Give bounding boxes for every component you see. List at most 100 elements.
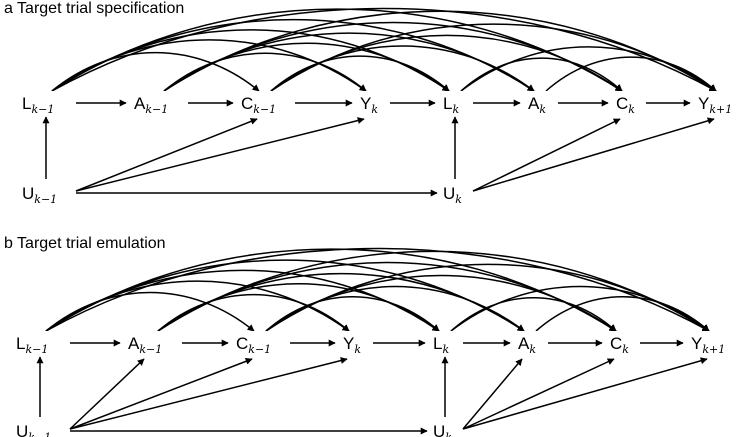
node-b-L2: Lk [433, 334, 449, 356]
node-a-L1: Lk−1 [22, 94, 54, 116]
node-a-A2-subscript: k [539, 103, 546, 116]
node-a-U1: Uk−1 [22, 184, 57, 206]
node-a-U1-subscript: k−1 [34, 193, 57, 206]
edge-b-U1-C1 [69, 357, 253, 430]
edge-a-L1-Y2 [51, 7, 717, 92]
edge-a-L2-C2 [460, 57, 623, 92]
edge-b-U1-Y1 [69, 357, 348, 430]
node-b-C1-label: C [236, 334, 248, 353]
node-b-Y1-subscript: k [354, 343, 361, 356]
node-a-Y2-subscript: k+1 [709, 103, 732, 116]
node-b-C2-label: C [610, 334, 622, 353]
node-a-A1-subscript: k−1 [145, 103, 168, 116]
node-a-Y2-label: Y [698, 94, 709, 113]
node-b-L1-label: L [16, 334, 25, 353]
node-a-L2-subscript: k [452, 103, 459, 116]
node-b-L2-subscript: k [442, 343, 449, 356]
node-b-C1: Ck−1 [236, 334, 271, 356]
node-b-Y1-label: Y [343, 334, 354, 353]
node-b-U2-subscript: k [445, 431, 452, 437]
node-a-C1-subscript: k−1 [253, 103, 276, 116]
edge-a-A1-A2 [163, 32, 535, 92]
edge-a-A2-Y2 [545, 56, 717, 92]
node-a-Y1-label: Y [360, 94, 371, 113]
node-b-C1-bg [234, 331, 286, 355]
edge-b-A1-Y1 [157, 293, 350, 332]
node-b-C2-bg [608, 331, 636, 355]
edge-b-L1-C1 [45, 291, 255, 332]
edge-b-U2-A2 [462, 358, 523, 430]
node-a-C1: Ck−1 [241, 94, 276, 116]
node-a-A1-label: A [134, 94, 146, 113]
node-a-L2-bg [441, 91, 469, 115]
node-a-C2-label: C [616, 94, 628, 113]
node-a-C1-bg [239, 91, 291, 115]
edge-b-U2-C2 [462, 358, 615, 430]
node-a-U1-bg [20, 181, 72, 205]
node-a-A1: Ak−1 [134, 94, 168, 116]
edge-b-C1-C2 [265, 274, 617, 332]
node-b-L2-bg [431, 331, 459, 355]
node-b-A2-subscript: k [529, 343, 536, 356]
edge-b-L2-Y2 [450, 285, 710, 332]
node-a-L1-bg [20, 91, 72, 115]
node-a-C2-bg [614, 91, 642, 115]
node-b-A2: Ak [518, 334, 536, 356]
edge-a-L1-L2 [51, 29, 450, 92]
node-b-U1-subscript: k−1 [28, 431, 51, 437]
node-a-L1-label: L [22, 94, 31, 113]
edge-a-A1-Y1 [163, 52, 367, 92]
edge-b-L2-C2 [450, 297, 617, 332]
node-b-A1-bg [126, 331, 178, 355]
node-b-Y1-bg [341, 331, 369, 355]
panel-a-title: a Target trial specification [4, 0, 185, 17]
node-a-U1-label: U [22, 184, 34, 203]
node-b-Y2-label: Y [691, 334, 702, 353]
node-b-L1: Lk−1 [16, 334, 48, 356]
node-a-C1-label: C [241, 94, 253, 113]
node-b-U1-bg [14, 419, 66, 437]
node-b-U2-label: U [433, 422, 445, 437]
node-b-A1-label: A [128, 334, 140, 353]
edge-a-U1-Y1 [75, 117, 365, 192]
edge-b-U2-Y2 [462, 357, 708, 430]
node-b-A1: Ak−1 [128, 334, 162, 356]
node-b-L1-subscript: k−1 [25, 343, 48, 356]
node-a-Y1-subscript: k [371, 103, 378, 116]
node-b-C2: Ck [610, 334, 629, 356]
node-a-Y1: Yk [360, 94, 378, 116]
node-a-C2: Ck [616, 94, 635, 116]
node-b-U2-bg [431, 419, 459, 437]
node-b-Y2-bg [689, 331, 741, 355]
node-b-U1-label: U [16, 422, 28, 437]
node-a-U2-label: U [443, 184, 455, 203]
node-a-A1-bg [132, 91, 184, 115]
node-a-A2-bg [526, 91, 554, 115]
node-b-Y2: Yk+1 [691, 334, 725, 356]
node-b-C1-subscript: k−1 [248, 343, 271, 356]
node-a-C2-subscript: k [628, 103, 635, 116]
node-b-C2-subscript: k [622, 343, 629, 356]
node-b-Y1: Yk [343, 334, 361, 356]
node-a-U2-bg [441, 181, 469, 205]
node-a-Y2-bg [696, 91, 748, 115]
edge-b-C1-L2 [265, 296, 440, 332]
panel-b-title: b Target trial emulation [4, 235, 166, 252]
node-b-A2-bg [516, 331, 544, 355]
edge-a-L2-Y2 [460, 46, 717, 92]
edge-b-U1-A1 [69, 358, 145, 430]
node-a-Y1-bg [358, 91, 386, 115]
node-a-L2-label: L [443, 94, 452, 113]
node-b-Y2-subscript: k+1 [702, 343, 725, 356]
node-b-A1-subscript: k−1 [139, 343, 162, 356]
node-a-A2: Ak [528, 94, 546, 116]
node-b-L1-bg [14, 331, 66, 355]
node-b-U2: Uk [433, 422, 452, 437]
node-a-L2: Lk [443, 94, 459, 116]
node-b-L2-label: L [433, 334, 442, 353]
edge-b-A2-Y2 [535, 296, 710, 332]
node-a-L1-subscript: k−1 [31, 103, 54, 116]
